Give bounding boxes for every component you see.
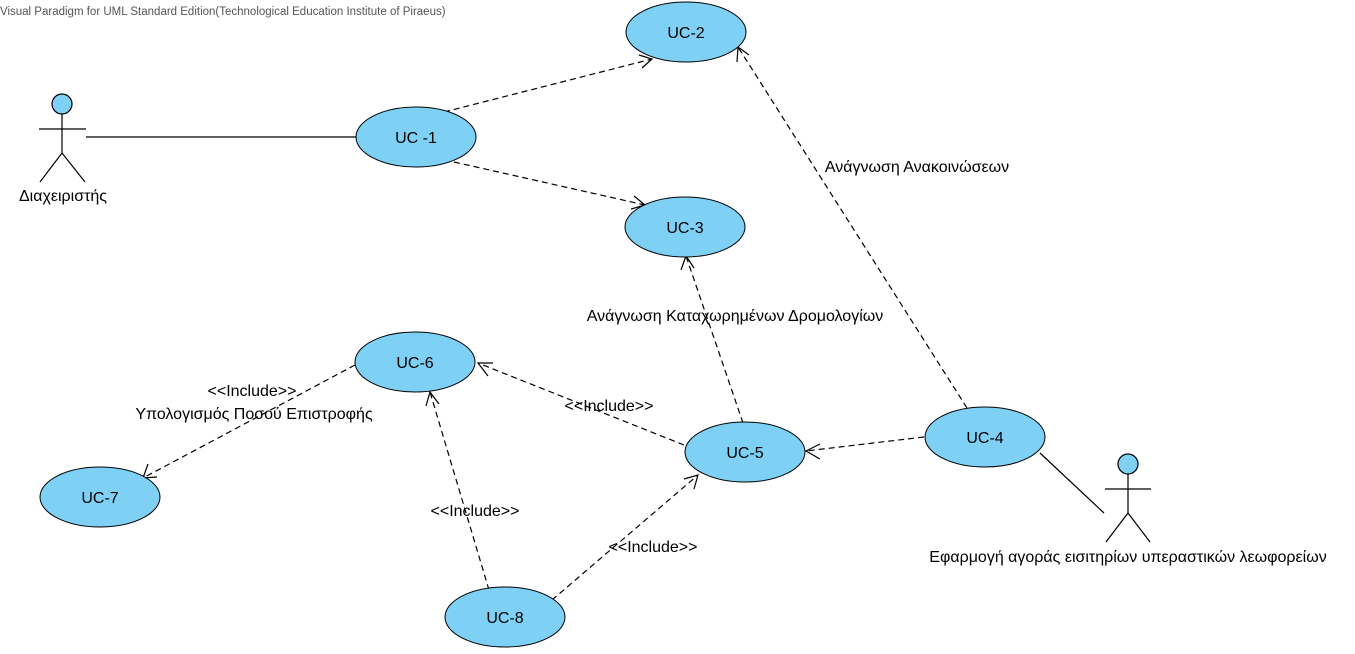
dependency-uc8-uc5 <box>551 474 699 601</box>
label-refund-calc: Υπολογισμός Ποσού Επιστροφής <box>135 406 373 423</box>
label-read-announcements: Ανάγνωση Ανακοινώσεων <box>825 159 1009 176</box>
use-case-uc5[interactable]: UC-5 <box>684 421 806 483</box>
use-case-uc2-label: UC-2 <box>667 25 704 42</box>
use-case-uc4[interactable]: UC-4 <box>924 406 1046 468</box>
use-case-uc8[interactable]: UC-8 <box>444 586 566 648</box>
dependency-uc1-uc2 <box>443 58 653 113</box>
arrowhead-uc8-uc6 <box>425 390 440 407</box>
arrowhead-uc5-uc6 <box>476 362 493 377</box>
arrowhead-uc1-uc2 <box>638 54 654 69</box>
dependency-uc6-uc7 <box>142 364 356 479</box>
dependency-uc4-uc5 <box>805 436 925 452</box>
arrowhead-uc8-uc5 <box>683 474 699 490</box>
use-case-uc4-label: UC-4 <box>966 430 1003 447</box>
use-case-uc6[interactable]: UC-6 <box>354 331 476 393</box>
use-case-uc7[interactable]: UC-7 <box>39 466 161 528</box>
actor-admin-name: Διαχειριστής <box>19 188 107 205</box>
use-case-uc2[interactable]: UC-2 <box>625 1 747 63</box>
actor-admin[interactable]: Διαχειριστής <box>19 93 107 205</box>
use-case-uc6-label: UC-6 <box>396 355 433 372</box>
arrowhead-uc4-uc5 <box>804 443 821 460</box>
dependency-uc4-uc2 <box>737 46 968 409</box>
arrowhead-uc6-uc7 <box>142 463 158 479</box>
dependency-uc1-uc3 <box>453 161 646 206</box>
actor-admin-head <box>51 93 73 115</box>
label-include-uc8-uc5: <<Include>> <box>609 539 698 556</box>
actor-app-name: Εφαρμογή αγοράς εισιτηρίων υπεραστικών λ… <box>929 549 1326 566</box>
dependency-uc5-uc3 <box>685 255 744 424</box>
dependency-uc5-uc6 <box>477 362 685 446</box>
use-case-uc5-label: UC-5 <box>726 445 763 462</box>
use-case-uc8-label: UC-8 <box>486 610 523 627</box>
label-include-uc5-uc6: <<Include>> <box>565 398 654 415</box>
use-case-uc1[interactable]: UC -1 <box>355 106 477 168</box>
arrowhead-uc5-uc3 <box>680 254 695 271</box>
edition-watermark: Visual Paradigm for UML Standard Edition… <box>0 6 446 18</box>
actor-app-head <box>1117 453 1139 475</box>
label-read-routes: Ανάγνωση Καταχωρημένων Δρομολογίων <box>587 308 883 325</box>
association-uc4-app <box>1039 452 1105 514</box>
use-case-uc3[interactable]: UC-3 <box>624 196 746 258</box>
dependency-uc8-uc6 <box>429 391 490 591</box>
label-include-uc8-uc6: <<Include>> <box>431 503 520 520</box>
actor-app[interactable]: Εφαρμογή αγοράς εισιτηρίων υπεραστικών λ… <box>929 453 1327 566</box>
use-case-uc1-label: UC -1 <box>395 130 437 147</box>
use-case-uc7-label: UC-7 <box>81 490 118 507</box>
label-include-uc6-uc7: <<Include>> <box>208 383 297 400</box>
use-case-uc3-label: UC-3 <box>666 220 703 237</box>
